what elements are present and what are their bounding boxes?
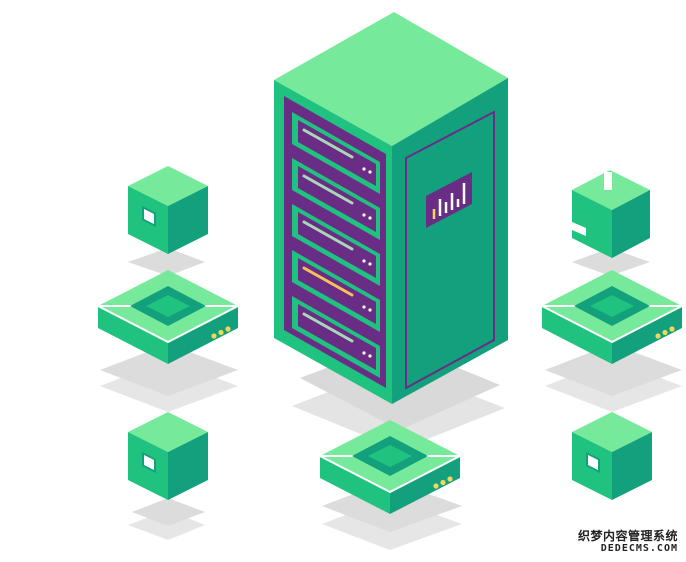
watermark-url: DEDECMS.COM <box>600 543 678 554</box>
drive-slot <box>292 296 380 378</box>
server-rack <box>274 12 508 404</box>
status-light-icon <box>447 476 453 482</box>
status-light-icon <box>440 479 446 486</box>
drive-slots <box>292 112 380 378</box>
server-side <box>392 78 508 404</box>
server-top <box>274 12 508 146</box>
side-panel-outline <box>405 110 495 390</box>
router-icon-right <box>541 270 683 364</box>
router-icon-left <box>97 270 239 364</box>
watermark-title: 织梦内容管理系统 <box>577 528 678 543</box>
bar-chart-icon <box>426 172 472 228</box>
watermark: 织梦内容管理系统 DEDECMS.COM <box>577 528 678 554</box>
drive-slot <box>292 112 380 194</box>
router-icon-bottom <box>319 420 461 514</box>
status-light-icon <box>655 333 661 339</box>
cube-icon-bottom-right <box>572 412 652 500</box>
status-light-icon <box>218 329 224 336</box>
status-light-icon <box>433 483 439 489</box>
cube-icon-bottom-left <box>128 412 208 500</box>
cube-icon-top-left <box>128 166 208 254</box>
status-light-icon <box>225 326 231 332</box>
cube-icon-notched <box>572 170 650 258</box>
side-modules <box>97 166 683 514</box>
status-light-icon <box>662 329 668 336</box>
status-light-icon <box>669 326 675 332</box>
status-light-icon <box>211 333 217 339</box>
drive-slot <box>292 204 380 286</box>
drive-slot <box>292 158 380 240</box>
drive-slot <box>292 250 380 332</box>
